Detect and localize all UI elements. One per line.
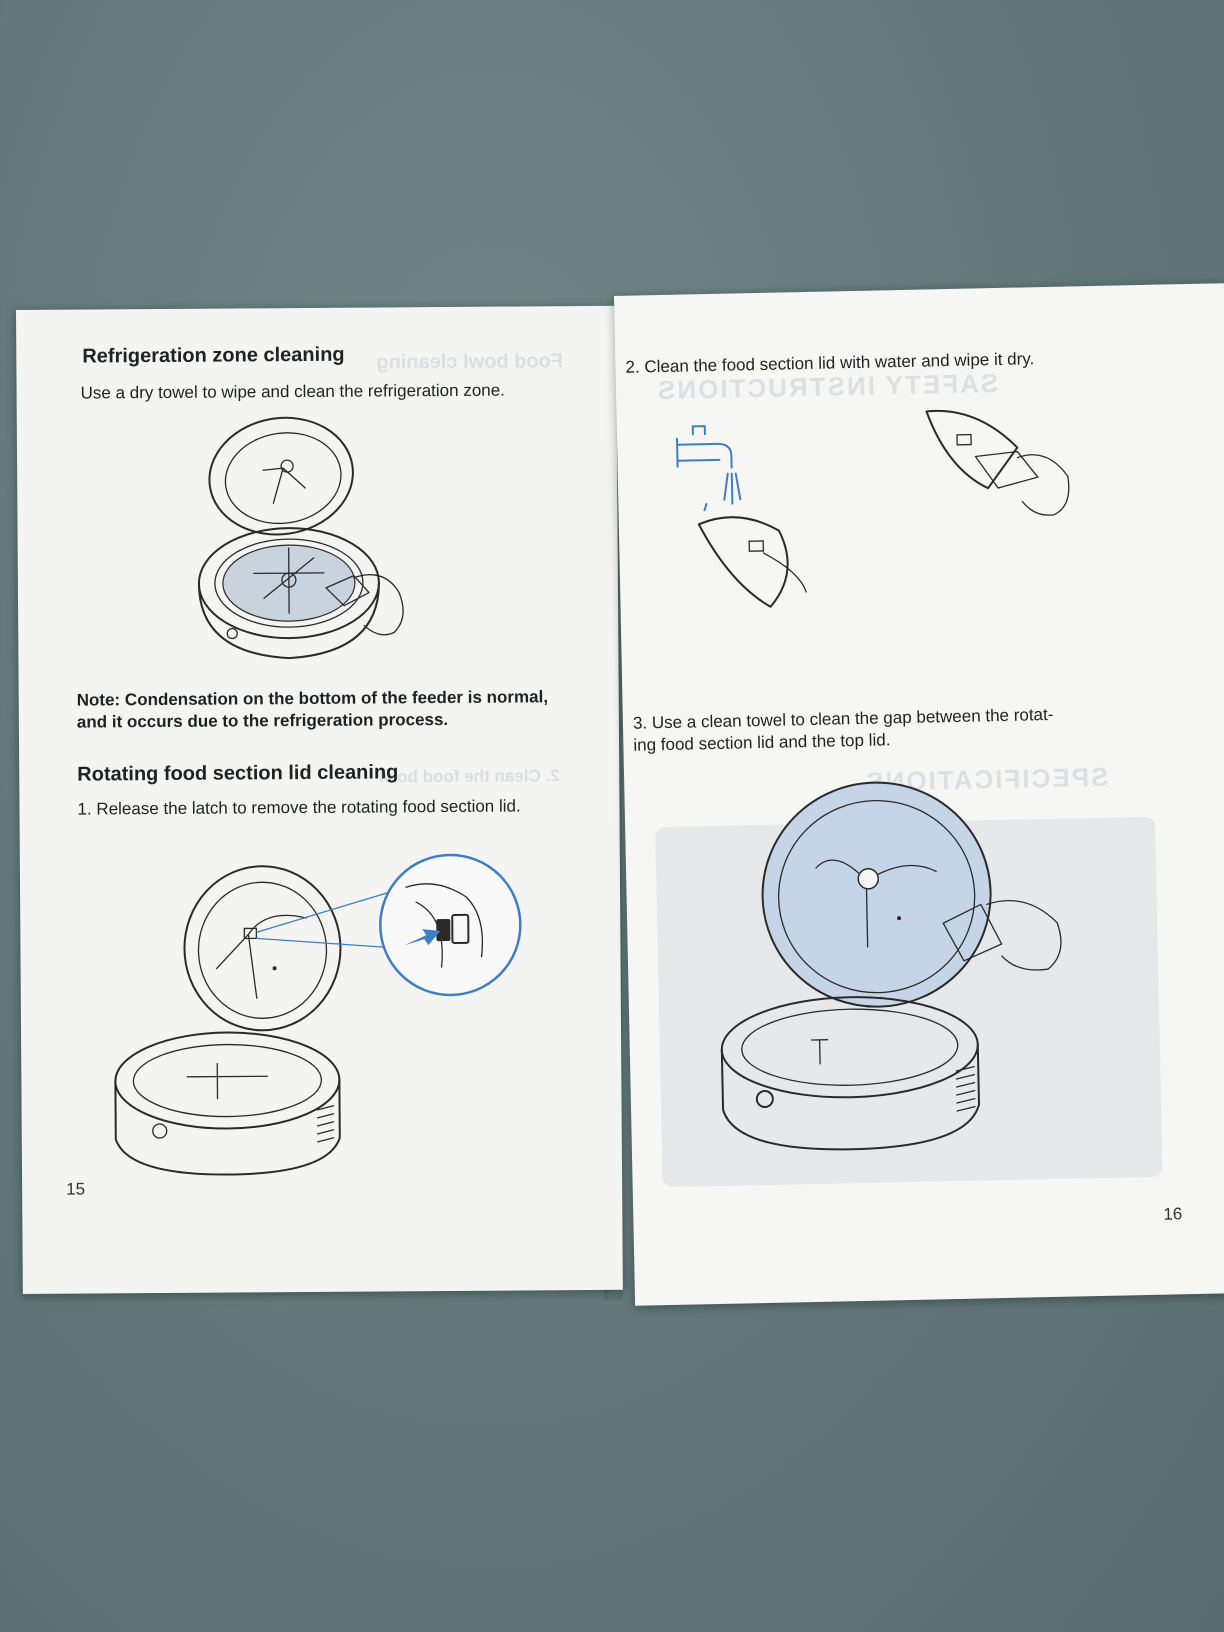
- step-3-instruction-line-1: 3. Use a clean towel to clean the gap be…: [632, 704, 1054, 733]
- latch-zoom-illustration: [114, 853, 522, 1176]
- refrigeration-instruction: Use a dry towel to wipe and clean the re…: [80, 380, 505, 403]
- page-number-right: 16: [1163, 1204, 1183, 1224]
- note-line-1: Note: Condensation on the bottom of the …: [76, 687, 549, 710]
- feeder-open-illustration: [197, 416, 404, 660]
- section-title-refrigeration: Refrigeration zone cleaning: [82, 343, 345, 368]
- left-page: Food bowl cleaning 2. Clean the food bow…: [16, 305, 623, 1294]
- towel-hand-illustration: [720, 781, 1062, 1151]
- faucet-illustration: [676, 409, 1070, 608]
- right-page: SAFETY INSTRUCTIONS SPECIFICATIONS 2. Cl…: [614, 283, 1224, 1306]
- section-title-lid-cleaning: Rotating food section lid cleaning: [77, 761, 399, 786]
- bleed-through-text: Food bowl cleaning: [376, 350, 564, 374]
- page-number-left: 15: [66, 1179, 86, 1199]
- step-1-instruction: 1. Release the latch to remove the rotat…: [77, 796, 521, 819]
- step-3-instruction-line-2: ing food section lid and the top lid.: [633, 730, 891, 755]
- bleed-through-text: 2. Clean the food bowl: [379, 766, 560, 787]
- note-line-2: and it occurs due to the refrigeration p…: [76, 709, 449, 732]
